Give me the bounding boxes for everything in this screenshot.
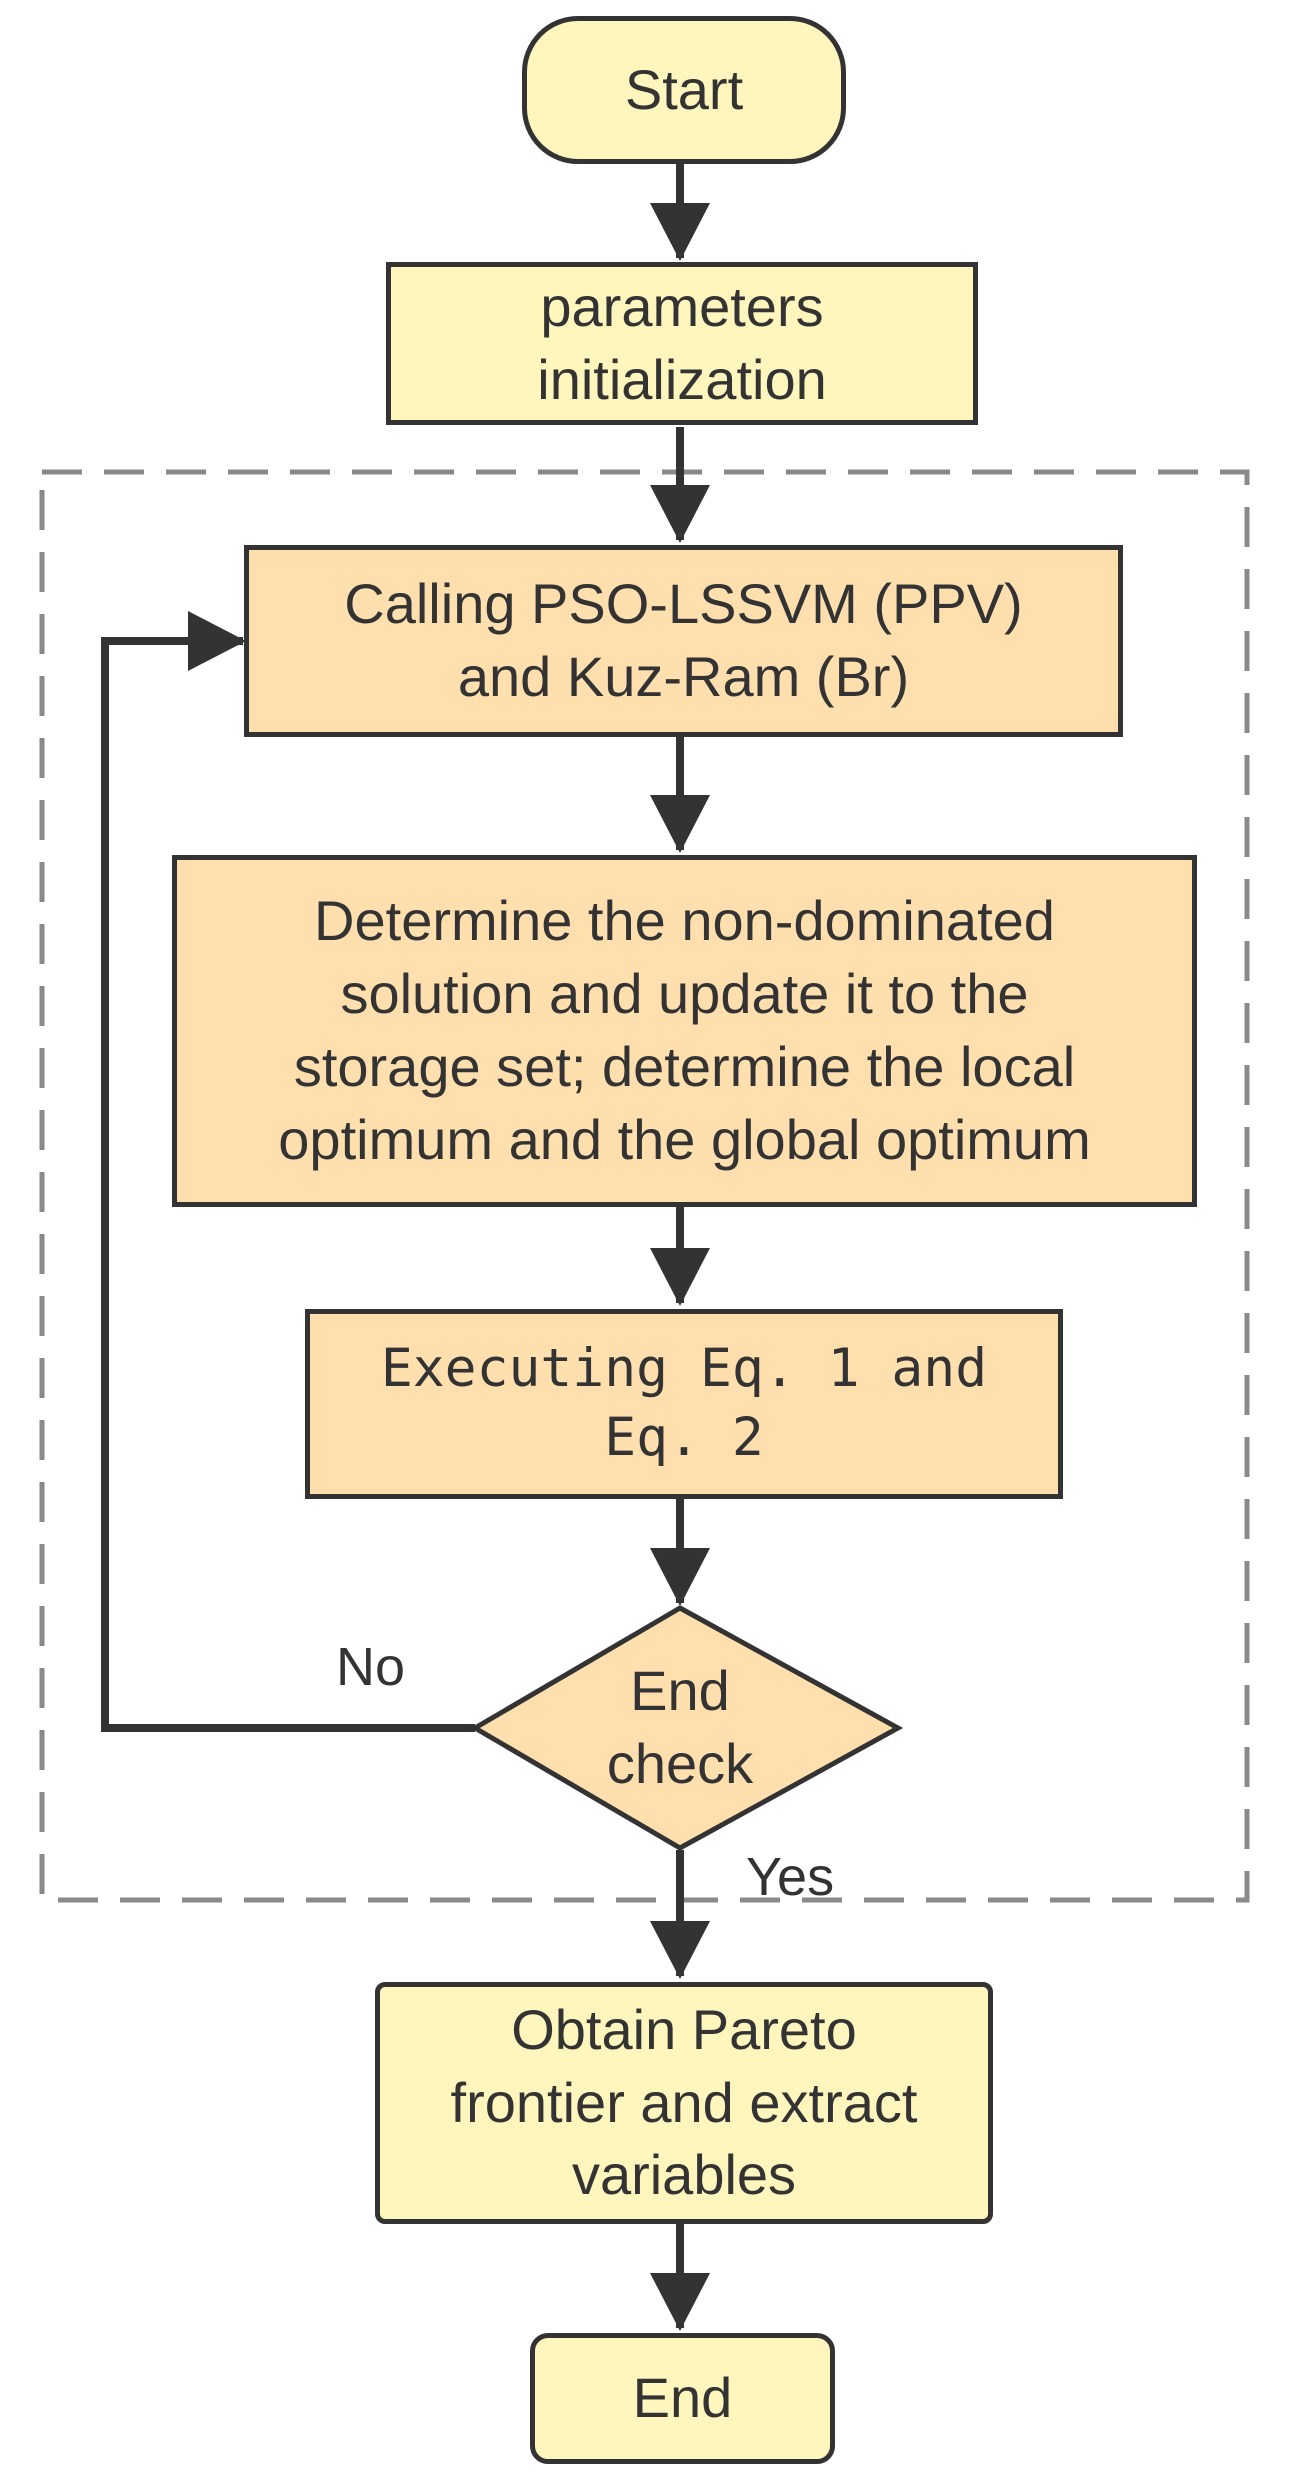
executing-label: Executing Eq. 1 and Eq. 2: [380, 1338, 988, 1468]
calling-label: Calling PSO-LSSVM (PPV) and Kuz-Ram (Br): [344, 572, 1023, 708]
loop-boundary: [39, 469, 1250, 1903]
start-label: Start: [624, 57, 744, 121]
start-node: Start: [522, 16, 846, 164]
end-node: End: [530, 2333, 835, 2464]
executing-node: Executing Eq. 1 and Eq. 2: [305, 1309, 1063, 1499]
end-check-label: End check: [606, 1659, 754, 1795]
end-check-text: End check: [540, 1640, 820, 1816]
obtain-label: Obtain Pareto frontier and extract varia…: [450, 1997, 918, 2207]
determine-node: Determine the non-dominated solution and…: [172, 855, 1197, 1207]
obtain-node: Obtain Pareto frontier and extract varia…: [375, 1982, 993, 2224]
params-init-node: parameters initialization: [386, 262, 978, 425]
calling-node: Calling PSO-LSSVM (PPV) and Kuz-Ram (Br): [244, 545, 1123, 737]
end-check-diamond: [470, 1605, 904, 1851]
arrow-no-loop-back: [101, 611, 475, 1732]
yes-edge-label: Yes: [746, 1847, 835, 1907]
params-init-label: parameters initialization: [537, 274, 827, 411]
no-edge-label: No: [336, 1637, 406, 1697]
end-label: End: [632, 2366, 733, 2430]
determine-label: Determine the non-dominated solution and…: [278, 889, 1091, 1171]
